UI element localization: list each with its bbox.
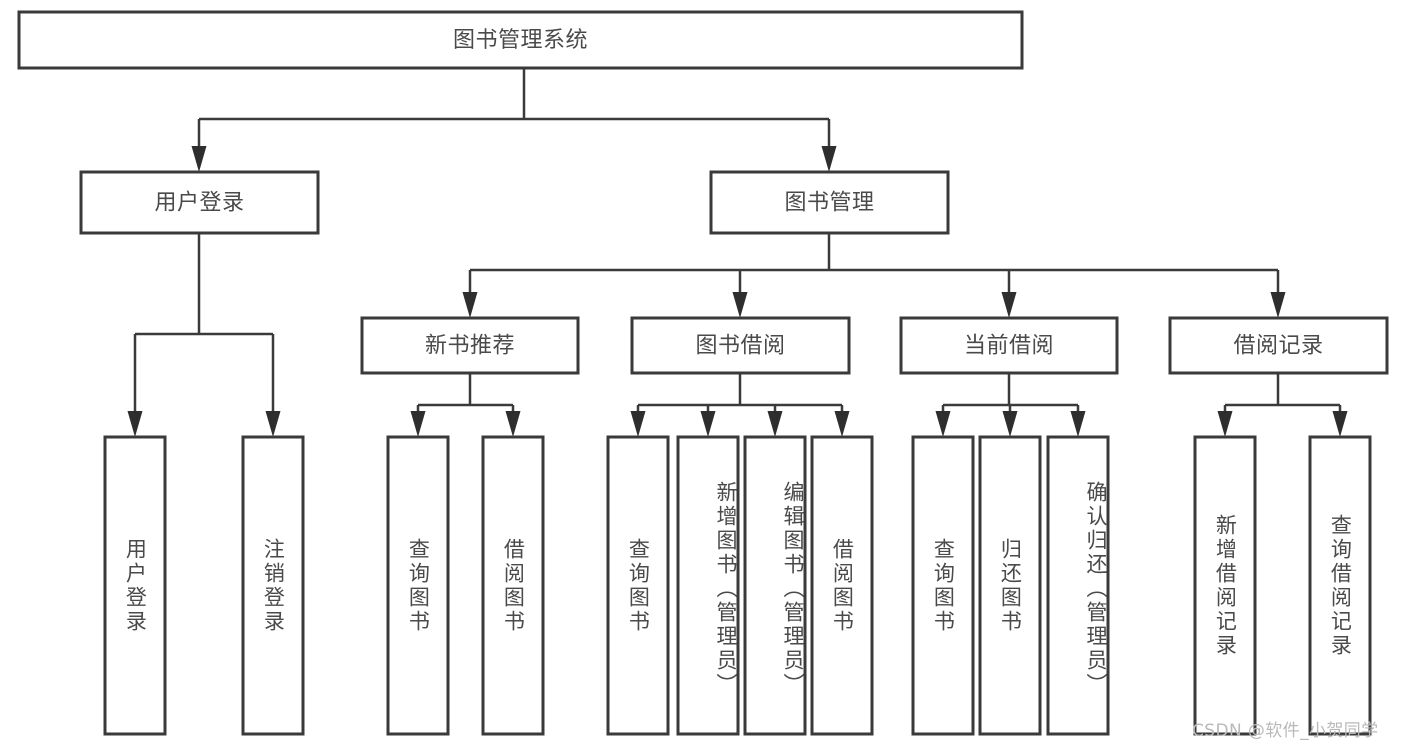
node-label-root: 图书管理系统 <box>453 28 588 53</box>
node-leaf-logout-login[interactable] <box>241 435 305 736</box>
node-leaf-return-book[interactable] <box>978 435 1042 736</box>
node-leaf-edit-book-admin[interactable] <box>743 435 807 736</box>
watermark-text: CSDN @软件_小贺同学 <box>1192 721 1379 741</box>
node-root[interactable] <box>17 10 1024 70</box>
connector-current_to_leaves <box>935 373 1086 437</box>
arrow-head-1 <box>1332 411 1348 437</box>
node-book-manage[interactable] <box>709 170 950 235</box>
node-label-borrow-record: 借阅记录 <box>1233 334 1323 359</box>
arrow-head-0 <box>410 411 426 437</box>
connector-root_to_level2 <box>191 68 837 172</box>
node-label-new-book-recommend: 新书推荐 <box>425 334 515 359</box>
node-user-login[interactable] <box>79 170 320 235</box>
node-label-user-login: 用户登录 <box>154 191 244 216</box>
node-new-book-recommend[interactable] <box>360 316 580 375</box>
node-leaf-add-book-admin[interactable] <box>676 435 740 736</box>
arrow-head-2 <box>767 411 783 437</box>
node-leaf-borrow-book-recommend[interactable] <box>481 435 545 736</box>
node-label-current-borrow: 当前借阅 <box>964 334 1054 359</box>
arrow-head-1 <box>1002 411 1018 437</box>
arrow-head-0 <box>935 411 951 437</box>
arrow-head-1 <box>732 292 748 318</box>
node-leaf-query-book-borrow[interactable] <box>606 435 670 736</box>
node-leaf-confirm-return-admin[interactable] <box>1046 435 1110 736</box>
connector-level2_to_level3 <box>462 233 1286 318</box>
arrow-head-0 <box>462 292 478 318</box>
arrow-head-2 <box>1070 411 1086 437</box>
arrow-head-0 <box>630 411 646 437</box>
arrow-head-1 <box>265 411 281 437</box>
arrow-head-0 <box>191 146 207 172</box>
boxes-layer <box>17 10 1389 736</box>
node-leaf-user-login[interactable] <box>103 435 167 736</box>
arrow-head-0 <box>127 411 143 437</box>
connector-recommend_to_leaves <box>410 373 521 437</box>
arrow-head-1 <box>821 146 837 172</box>
connector-user_login_to_leaves <box>127 233 281 437</box>
node-leaf-query-borrow-record[interactable] <box>1308 435 1372 736</box>
node-label-book-manage: 图书管理 <box>784 191 874 216</box>
node-leaf-query-book-recommend[interactable] <box>386 435 450 736</box>
arrow-head-3 <box>834 411 850 437</box>
node-leaf-borrow-book[interactable] <box>810 435 874 736</box>
node-current-borrow[interactable] <box>899 316 1119 375</box>
node-book-borrow[interactable] <box>630 316 851 375</box>
connectors-layer <box>127 68 1348 437</box>
arrow-head-1 <box>700 411 716 437</box>
arrow-head-2 <box>1001 292 1017 318</box>
arrow-head-1 <box>505 411 521 437</box>
node-leaf-add-borrow-record[interactable] <box>1193 435 1257 736</box>
node-leaf-query-book-current[interactable] <box>911 435 975 736</box>
connector-borrow_to_leaves <box>630 373 850 437</box>
node-borrow-record[interactable] <box>1168 316 1389 375</box>
arrow-head-3 <box>1270 292 1286 318</box>
connector-record_to_leaves <box>1217 373 1348 437</box>
node-label-book-borrow: 图书借阅 <box>695 334 785 359</box>
arrow-head-0 <box>1217 411 1233 437</box>
